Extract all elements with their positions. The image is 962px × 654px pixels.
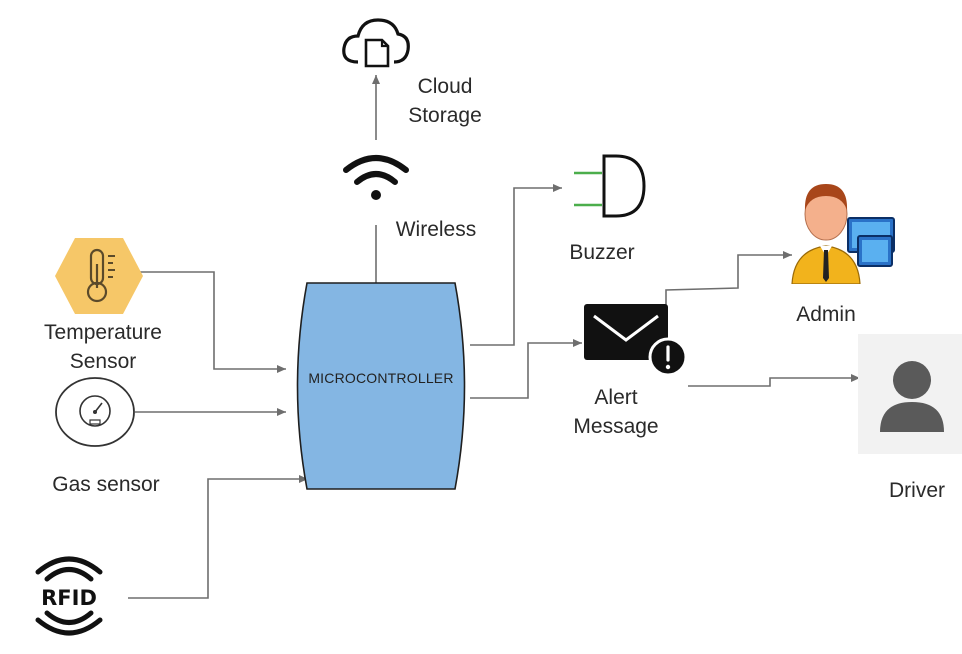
temperature-label-line2: Sensor [69,350,137,373]
temperature-sensor-label: Temperature Sensor [28,318,178,376]
alert-label-line1: Alert [594,386,638,409]
wire-mcu-to-buzzer [470,184,562,346]
driver-user-icon [858,334,962,454]
admin-label: Admin [796,303,856,326]
cloud-storage-label: Cloud Storage [385,72,505,130]
rfid-icon: RFID [35,556,103,636]
gas-sensor-label: Gas sensor [52,473,160,496]
cloud-label-line2: Storage [408,104,482,127]
buzzer-label: Buzzer [569,241,635,264]
wire-rfid-to-mcu [128,475,308,599]
thermometer-hexagon-icon [55,238,143,314]
wire-temperature-to-mcu [140,271,286,373]
admin-user-computers-icon [791,184,895,284]
buzzer-icon [574,154,646,218]
temperature-label-line1: Temperature [44,321,162,344]
gauge-icon [55,377,135,447]
wifi-icon [343,155,409,200]
rfid-icon-text: RFID [41,586,97,610]
wire-mcu-to-alert [470,339,582,399]
wire-alert-to-driver [688,374,860,387]
alert-message-label: Alert Message [556,383,676,441]
microcontroller-block [296,282,466,490]
wire-alert-to-admin [665,251,792,305]
cloud-label-line1: Cloud [417,75,473,98]
alert-label-line2: Message [573,415,659,438]
envelope-warning-icon [584,304,688,377]
driver-label: Driver [889,479,945,502]
microcontroller-label: MICROCONTROLLER [308,370,454,386]
cloud-document-icon [342,18,410,68]
wireless-label: Wireless [395,218,477,241]
